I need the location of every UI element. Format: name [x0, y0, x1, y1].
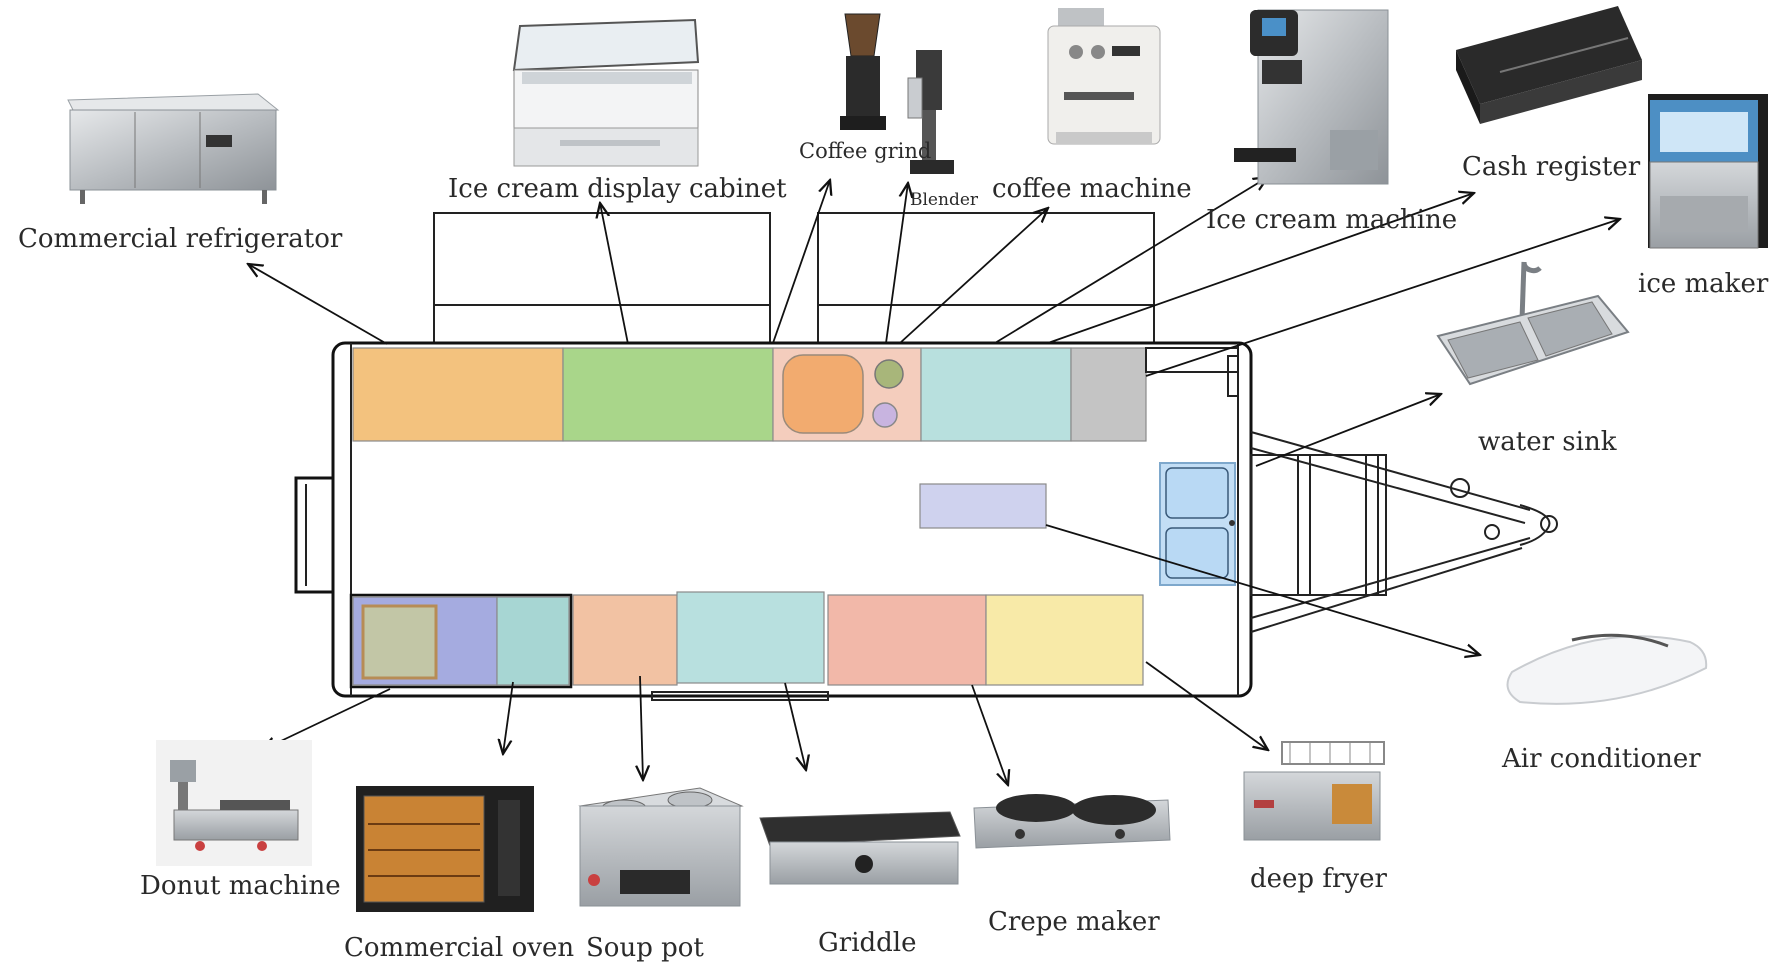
label-blender: Blender [910, 190, 979, 210]
griddle-illustration [759, 811, 961, 885]
coffee-machine-zone [920, 347, 1072, 442]
cash-register-illustration [1456, 6, 1642, 124]
commercial-oven-illustration [356, 786, 534, 912]
ice-cream-display-cabinet-illustration [512, 18, 700, 167]
label-griddle: Griddle [818, 928, 917, 958]
fryer-zone [985, 594, 1144, 686]
label-crepe-maker: Crepe maker [988, 907, 1160, 937]
coffee-machine-illustration [1047, 8, 1161, 145]
label-coffee-machine: coffee machine [992, 174, 1192, 204]
oven-zone [496, 596, 570, 686]
label-ice-maker: ice maker [1638, 269, 1769, 299]
commercial-refrigerator-illustration [67, 93, 280, 204]
crepe-maker-zone [827, 594, 987, 686]
coffee-grinder-illustration [840, 13, 886, 130]
soup-pot-zone [572, 594, 678, 686]
ice-maker-illustration [1648, 94, 1768, 249]
label-commercial-oven: Commercial oven [344, 933, 574, 962]
front-post [1227, 355, 1239, 397]
display-cabinet-zone [562, 347, 774, 442]
label-commercial-refrigerator: Commercial refrigerator [18, 224, 343, 254]
blender-spot [874, 359, 904, 389]
water-sink-illustration [1436, 261, 1630, 386]
trailer-floor-plan [294, 212, 1558, 701]
label-soup-pot: Soup pot [586, 933, 704, 962]
label-donut-machine: Donut machine [140, 871, 341, 901]
air-conditioner-illustration [1506, 633, 1708, 705]
rear-step [294, 476, 335, 594]
griddle-zone [676, 591, 825, 684]
label-water-sink: water sink [1478, 427, 1617, 457]
donut-machine-illustration [156, 740, 312, 866]
trailer-hitch [1250, 431, 1558, 633]
label-ice-cream-display-cabinet: Ice cream display cabinet [448, 174, 787, 204]
serving-window-left [433, 212, 771, 344]
label-deep-fryer: deep fryer [1250, 864, 1387, 894]
soup-pot-illustration [578, 787, 744, 907]
side-door-threshold [651, 691, 829, 701]
label-air-conditioner: Air conditioner [1501, 744, 1701, 774]
ice-cream-machine-illustration [1234, 9, 1389, 185]
air-conditioner-zone [919, 483, 1047, 529]
refrigerator-zone [352, 347, 564, 442]
equipment-labels: Commercial refrigerator Ice cream displa… [18, 139, 1769, 962]
ice-cream-machine-zone [1070, 347, 1147, 442]
donut-machine-top [361, 604, 438, 680]
cup-spot [872, 402, 898, 428]
callout-arrows [248, 177, 1620, 785]
crepe-maker-illustration [973, 794, 1171, 849]
label-coffee-grind: Coffee grind [799, 139, 931, 163]
coffee-grinder-spot [782, 354, 864, 434]
blender-illustration [907, 50, 954, 174]
label-cash-register: Cash register [1462, 152, 1641, 182]
label-ice-cream-machine: Ice cream machine [1206, 205, 1457, 235]
deep-fryer-illustration [1243, 741, 1385, 841]
